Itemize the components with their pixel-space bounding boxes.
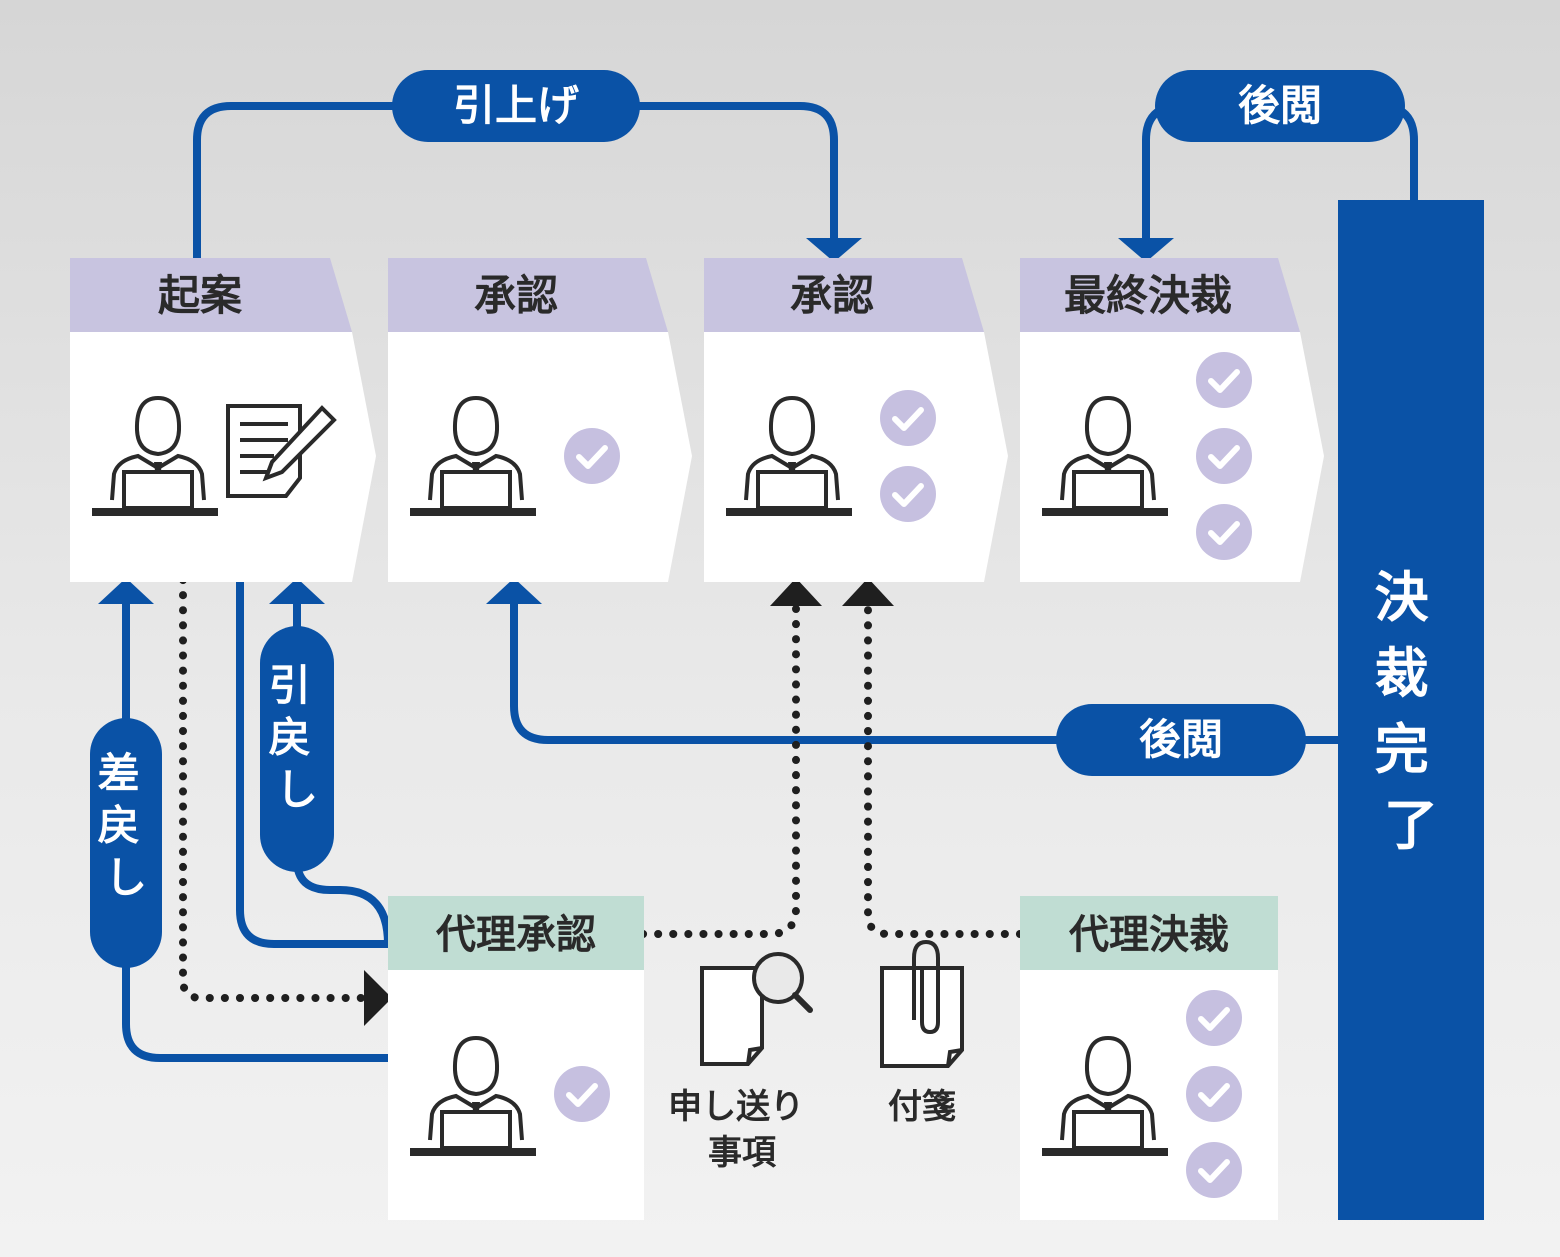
pull-up-arrowhead — [806, 238, 862, 262]
check-icon — [880, 390, 936, 446]
step-card-proxy-approve: 代理承認 — [388, 896, 644, 1220]
memo-arrowhead — [770, 578, 822, 606]
check-icon — [564, 428, 620, 484]
send-back-label-char: 差 — [98, 749, 140, 798]
pull-back-label-char: 引 — [269, 661, 311, 710]
check-icon — [1186, 1142, 1242, 1198]
check-icon — [1196, 352, 1252, 408]
memo-label: 申し送り 事項 — [668, 1087, 816, 1173]
post-review-top-label: 後閲 — [1238, 81, 1322, 130]
post-review-mid-label: 後閲 — [1139, 715, 1223, 764]
sticky-note-arrowhead — [842, 578, 894, 606]
sticky-note-label: 付箋 — [888, 1087, 956, 1127]
post-review-mid-pill: 後閲 — [1056, 704, 1306, 776]
check-icon — [554, 1066, 610, 1122]
pull-back-label-char: 戻 — [269, 713, 311, 762]
step-card-proxy-decision: 代理決裁 — [1020, 896, 1278, 1220]
memo-label-line-2: 事項 — [708, 1133, 777, 1173]
check-icon — [1186, 1066, 1242, 1122]
step-card-approve-1: 承認 — [388, 258, 692, 582]
post-review-mid-arrowhead — [486, 578, 542, 604]
send-back-label-char: し — [105, 853, 147, 902]
document-pen-icon — [226, 404, 337, 498]
delegate-dotted-connector — [179, 576, 1024, 1002]
check-icon — [1196, 428, 1252, 484]
pull-back-pill: 引 戻 し — [260, 626, 334, 872]
pull-up-label: 引上げ — [453, 81, 579, 130]
completion-label: 決 裁 完 了 — [1375, 566, 1448, 857]
step-label-final-decision: 最終決裁 — [1064, 271, 1232, 320]
memo-search-icon — [700, 952, 813, 1066]
check-icon — [880, 466, 936, 522]
send-back-pill: 差 戻 し — [90, 718, 162, 968]
completion-bar: 決 裁 完 了 — [1338, 200, 1484, 1220]
post-review-top-pill: 後閲 — [1155, 70, 1405, 142]
step-label-proxy-approve: 代理承認 — [435, 912, 596, 958]
send-back-connector — [122, 600, 388, 1062]
post-review-mid-connector — [510, 600, 1338, 744]
pull-back-arrowhead — [269, 578, 325, 604]
step-label-draft: 起案 — [158, 271, 243, 320]
step-card-draft: 起案 — [70, 258, 376, 582]
delegate-arrowhead — [364, 970, 392, 1026]
pull-up-pill: 引上げ — [392, 70, 640, 142]
check-icon — [1186, 990, 1242, 1046]
check-icon — [1196, 504, 1252, 560]
send-back-arrowhead — [98, 578, 154, 604]
memo-label-line-1: 申し送り — [668, 1087, 804, 1127]
step-card-final-decision: 最終決裁 — [1020, 258, 1324, 582]
paperclip-note-icon — [880, 939, 964, 1068]
step-label-approve-2: 承認 — [790, 271, 874, 320]
completion-label-char: 了 — [1384, 794, 1438, 857]
completion-label-char: 完 — [1375, 718, 1429, 781]
step-label-approve-1: 承認 — [474, 271, 558, 320]
completion-label-char: 裁 — [1375, 642, 1429, 705]
send-back-label: 差 戻 し — [98, 749, 155, 902]
step-label-proxy-decision: 代理決裁 — [1068, 912, 1229, 958]
pull-back-label-char: し — [276, 765, 318, 814]
send-back-label-char: 戻 — [98, 801, 140, 850]
pull-back-label: 引 戻 し — [269, 661, 326, 814]
step-card-approve-2: 承認 — [704, 258, 1008, 582]
completion-label-char: 決 — [1375, 566, 1429, 629]
pull-back-connector — [236, 582, 392, 948]
post-review-top-arrowhead — [1118, 238, 1174, 262]
